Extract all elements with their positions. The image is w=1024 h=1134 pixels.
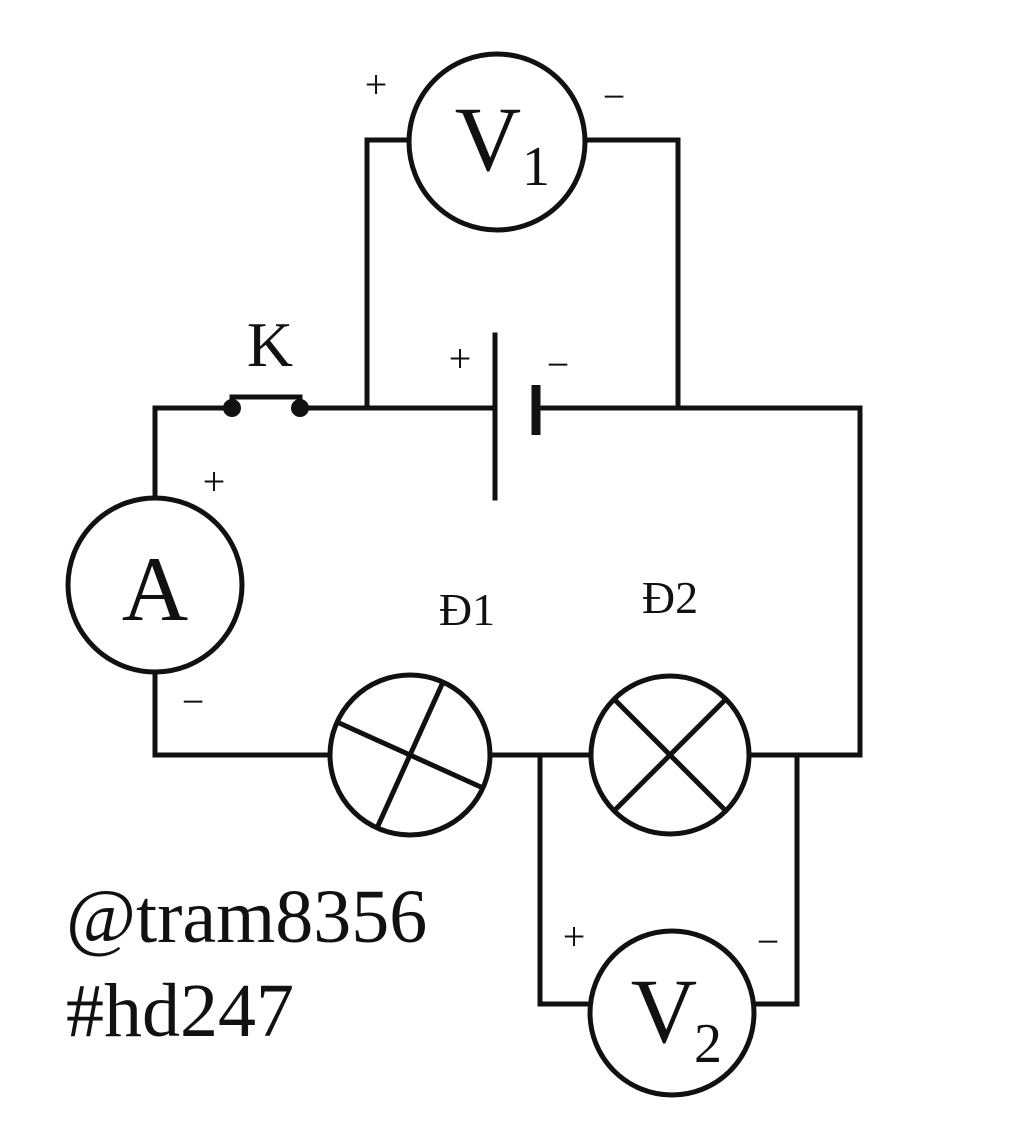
- switch-lever: [229, 394, 303, 411]
- wire-left-top: [152, 405, 235, 498]
- credit-handle: @tram8356: [66, 875, 427, 959]
- ammeter-plus-label: +: [203, 459, 226, 504]
- battery-minus-label: −: [547, 342, 570, 387]
- switch-terminal-left: [223, 399, 241, 417]
- wire-v1-left: [364, 137, 413, 411]
- switch-terminal-right: [291, 399, 309, 417]
- wire-v1-right: [581, 137, 681, 411]
- wire-ammeter-lamp1: [152, 672, 333, 758]
- voltmeter-v1-circle: [406, 51, 588, 233]
- wires: [152, 137, 863, 1007]
- voltmeter-v2-circle: [587, 928, 757, 1098]
- wire-v2-left: [537, 752, 595, 1007]
- ammeter-minus-label: −: [182, 679, 205, 724]
- voltmeter-v2-minus-label: −: [757, 919, 780, 964]
- voltmeter-v2-plus-label: +: [563, 914, 586, 959]
- voltmeter-v2: V 2 + −: [563, 914, 780, 1098]
- lamp-d2-label: Đ2: [642, 572, 698, 623]
- ammeter-circle: [65, 495, 245, 675]
- lamp-d1-cross-b: [335, 719, 485, 791]
- battery: + −: [449, 332, 570, 501]
- ammeter: A + −: [65, 459, 245, 724]
- battery-plus-label: +: [449, 336, 472, 381]
- voltmeter-v2-symbol: V: [631, 960, 697, 1062]
- ammeter-symbol: A: [122, 538, 188, 640]
- voltmeter-v1-subscript: 1: [522, 136, 550, 198]
- voltmeter-v1-symbol: V: [455, 88, 521, 190]
- lamp-d2: Đ2: [588, 572, 752, 837]
- switch-label: K: [247, 309, 293, 380]
- credit-tag: #hd247: [66, 969, 294, 1053]
- switch-k: K: [223, 309, 309, 417]
- voltmeter-v1-plus-label: +: [365, 62, 388, 107]
- wire-battery-right: [533, 405, 863, 758]
- wire-v2-right: [751, 752, 800, 1007]
- lamp-d2-cross-b: [612, 697, 728, 813]
- voltmeter-v1: V 1 + −: [365, 51, 626, 233]
- lamp-d1-label: Đ1: [439, 584, 495, 635]
- voltmeter-v1-minus-label: −: [603, 74, 626, 119]
- lamp-d1: Đ1: [327, 584, 495, 838]
- voltmeter-v2-subscript: 2: [694, 1013, 722, 1075]
- credit: @tram8356 #hd247: [66, 875, 427, 1053]
